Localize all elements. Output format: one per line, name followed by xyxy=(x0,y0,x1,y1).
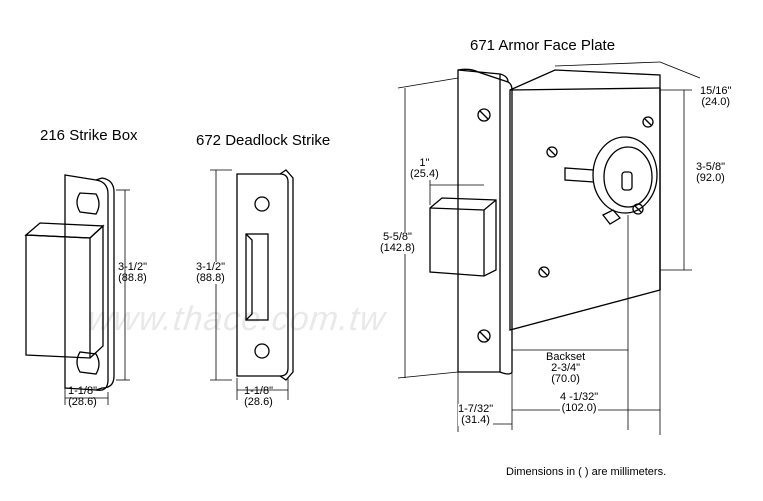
strike-box-height-dim: 3-1/2"(88.8) xyxy=(118,261,147,284)
deadlock-width-dim: 1-1/8"(28.6) xyxy=(244,385,273,408)
case-height-dim: 3-5/8"(92.0) xyxy=(696,161,725,184)
strike-box-title: 216 Strike Box xyxy=(40,127,138,144)
deadlock-strike-title: 672 Deadlock Strike xyxy=(196,132,331,149)
bolt-throw-dim: 1"(25.4) xyxy=(410,157,439,180)
faceplate-width-dim: 1-7/32"(31.4) xyxy=(458,403,494,426)
strike-box-drawing xyxy=(24,174,130,405)
deadlock-strike-drawing xyxy=(210,169,294,400)
case-width-dim: 4 -1/32"(102.0) xyxy=(560,391,599,414)
case-depth-dim: 15/16"(24.0) xyxy=(700,85,732,108)
deadlock-height-dim: 3-1/2"(88.8) xyxy=(196,261,225,284)
faceplate-height-dim: 5-5/8"(142.8) xyxy=(380,231,415,254)
armor-face-plate-drawing xyxy=(397,61,701,435)
footnote: Dimensions in ( ) are millimeters. xyxy=(506,466,667,478)
armor-face-plate-title: 671 Armor Face Plate xyxy=(470,37,616,54)
strike-box-width-dim: 1-1/8"(28.6) xyxy=(68,385,97,408)
